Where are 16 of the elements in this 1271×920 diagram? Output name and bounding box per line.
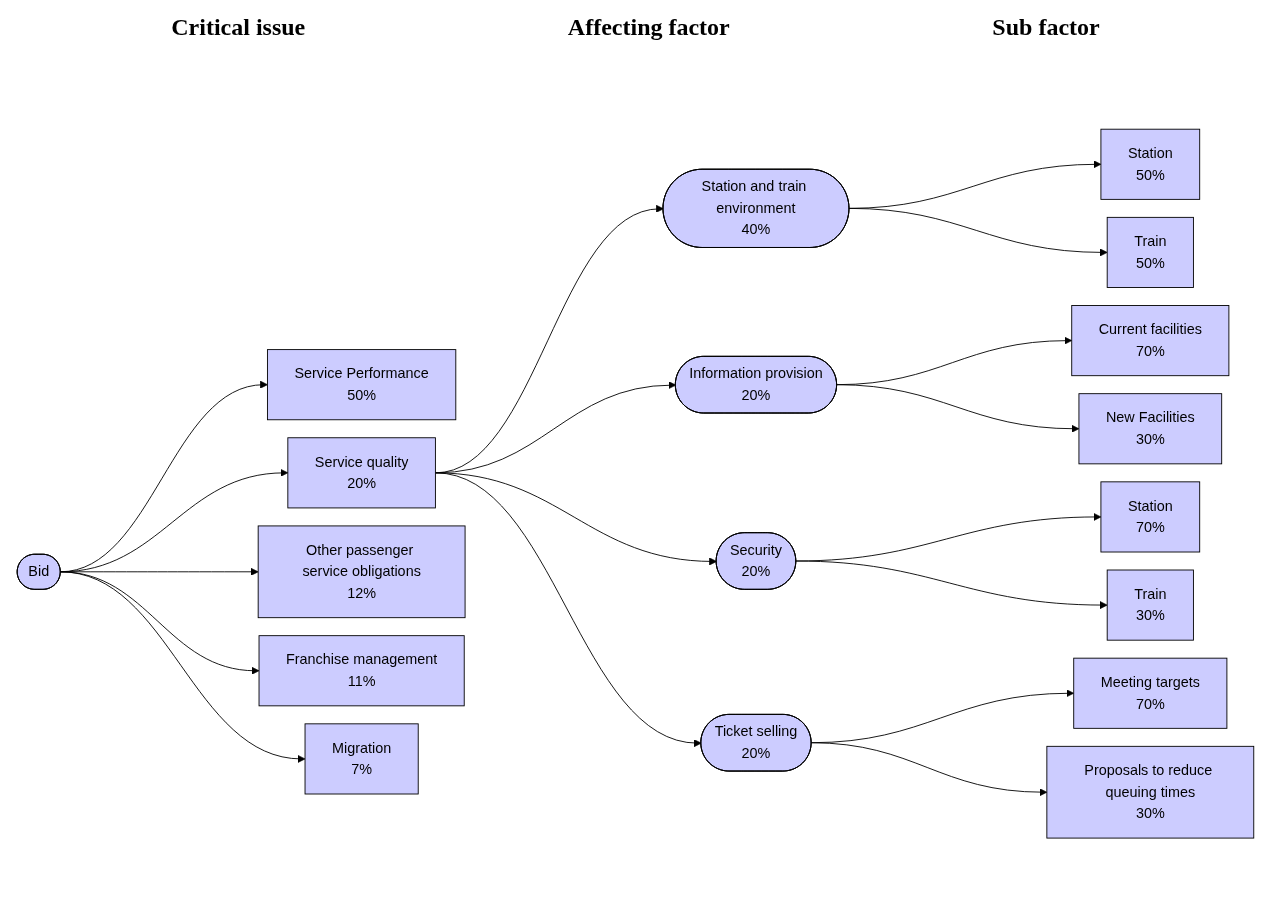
- node-box: Franchise management 11%: [258, 635, 465, 707]
- node-box: Service Performance 50%: [267, 349, 457, 421]
- node-box: Train 30%: [1106, 569, 1194, 641]
- column-heading: Affecting factor: [567, 14, 730, 42]
- node-box: New Facilities 30%: [1078, 393, 1223, 465]
- node-box: Migration 7%: [304, 723, 419, 795]
- column-heading: Critical issue: [171, 14, 306, 42]
- node-box: Other passenger service obligations 12%: [257, 525, 466, 619]
- node-box: Train 50%: [1106, 217, 1194, 289]
- column-heading: Sub factor: [992, 14, 1100, 42]
- node-box: Current facilities 70%: [1071, 305, 1230, 377]
- node-box: Proposals to reduce queuing times 30%: [1046, 746, 1255, 839]
- node-box: Service quality 20%: [287, 437, 436, 509]
- node-box: Station 70%: [1100, 481, 1201, 553]
- node-box: Station 50%: [1100, 129, 1201, 201]
- node-box: Meeting targets 70%: [1073, 658, 1228, 730]
